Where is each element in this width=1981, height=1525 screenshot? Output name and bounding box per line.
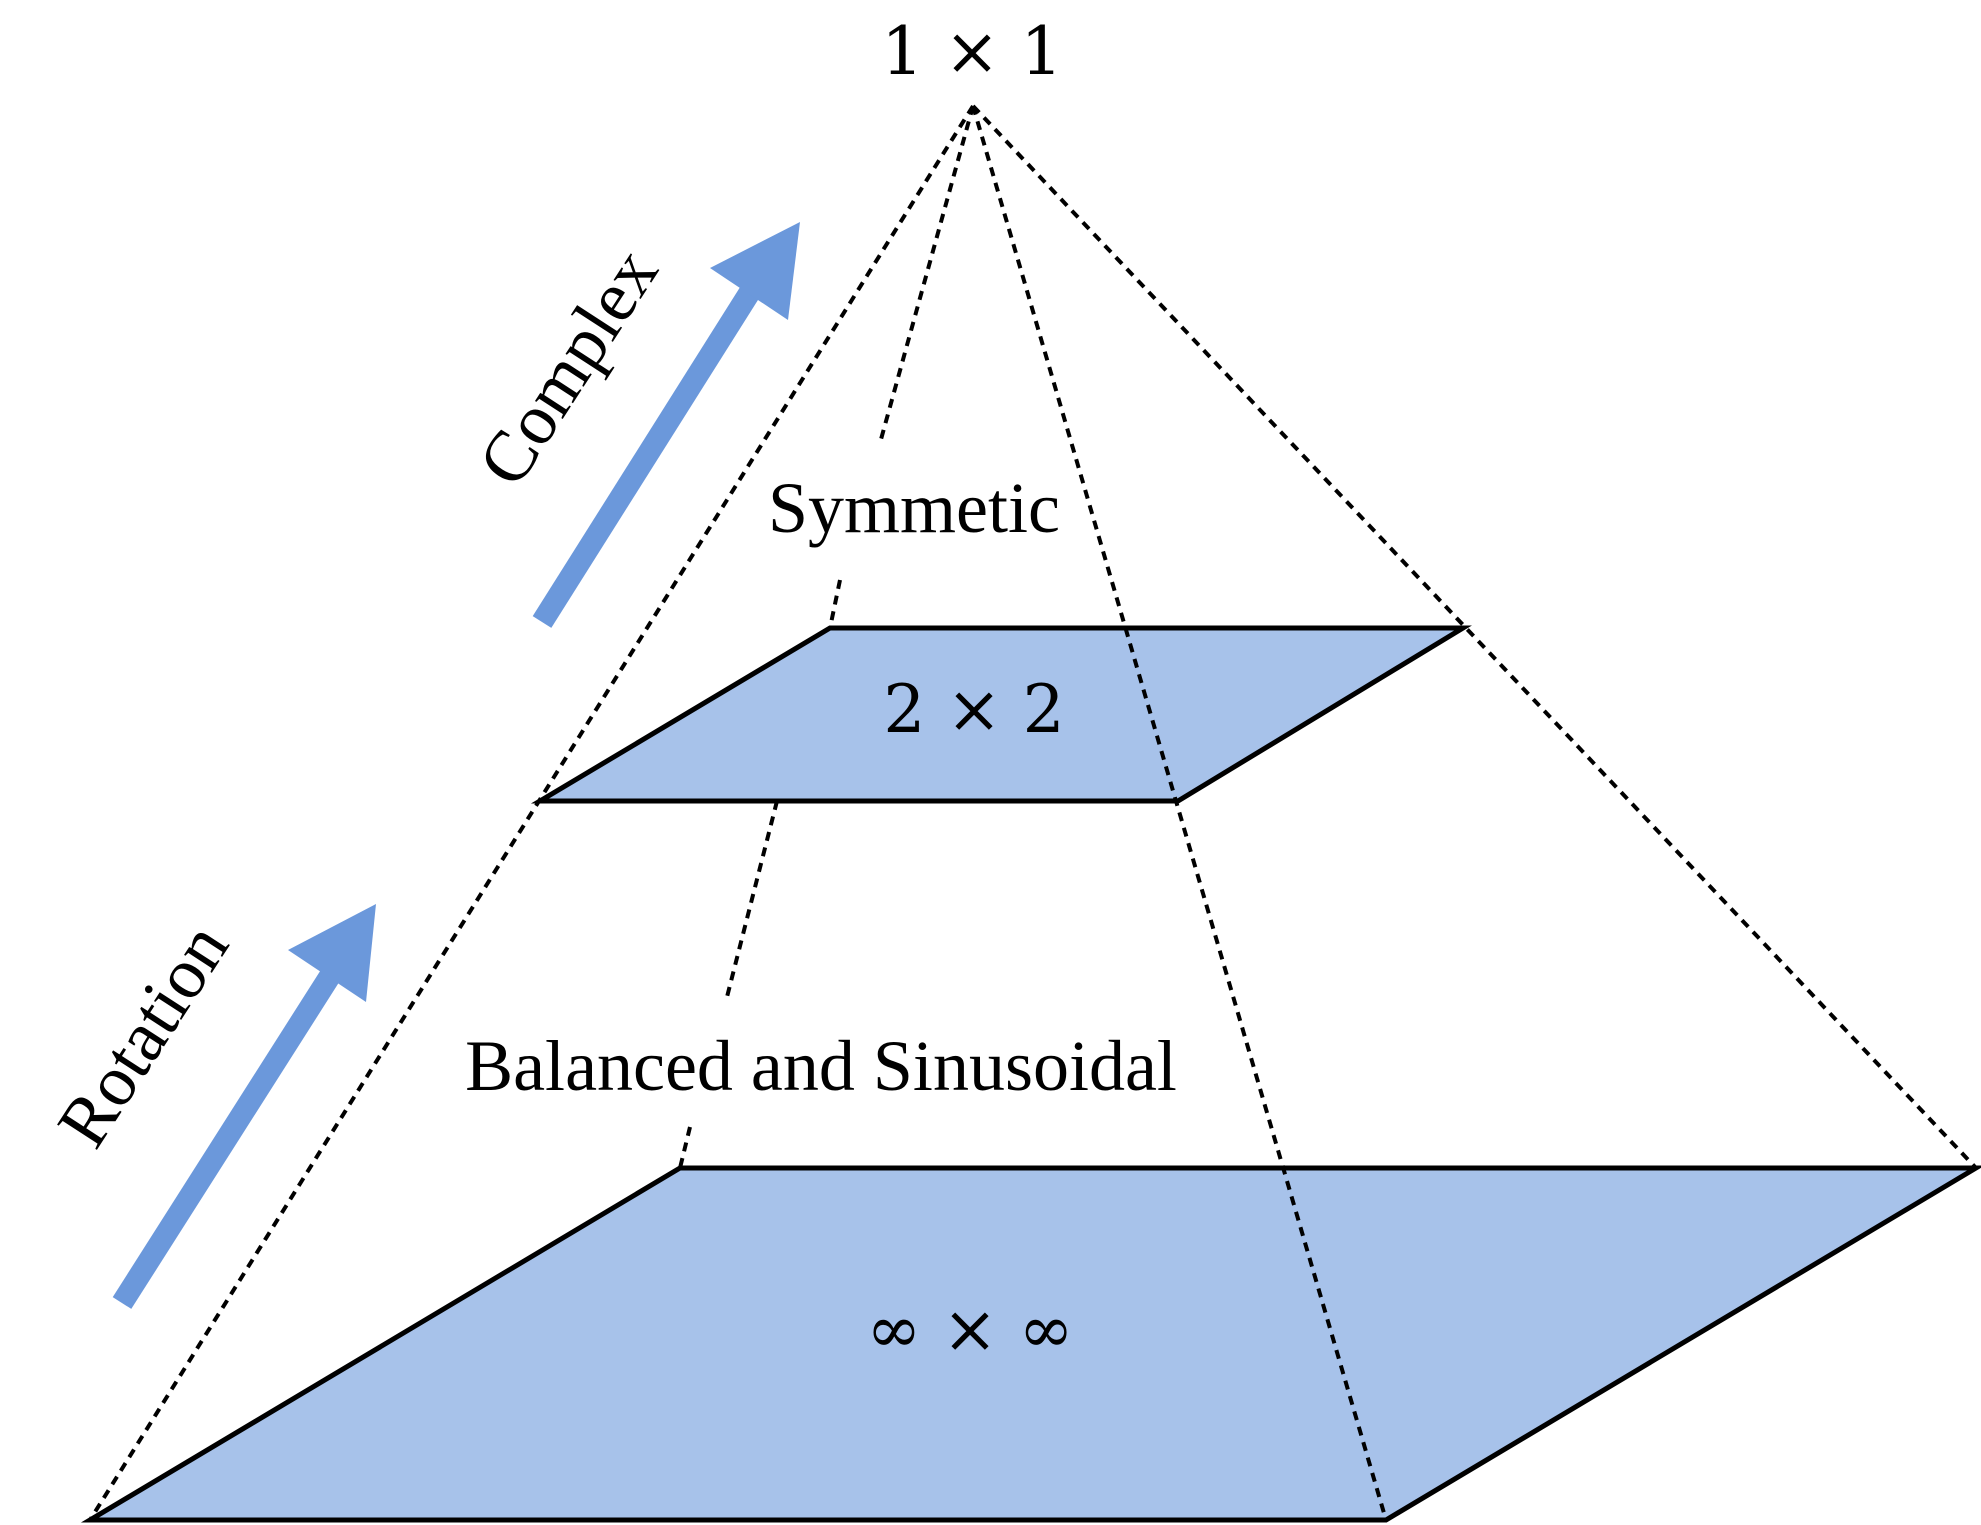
edge-left — [88, 104, 975, 1522]
edge-back-upper — [878, 105, 975, 444]
edge-right — [971, 104, 1978, 1170]
edge-back-mid — [828, 579, 842, 629]
pyramid-edges — [88, 104, 1978, 1522]
middle-plane-label: 2 × 2 — [883, 671, 1064, 748]
lower-arrow-label: Rotation — [42, 909, 244, 1161]
apex-label: 1 × 1 — [881, 13, 1062, 90]
edge-back-lower — [725, 800, 779, 998]
rotation-arrow — [112, 904, 376, 1309]
edge-front — [971, 105, 1388, 1521]
complex-arrow — [532, 222, 800, 628]
edge-back-bottom — [678, 1126, 692, 1169]
lower-band-label: Balanced and Sinusoidal — [465, 1026, 1177, 1106]
upper-band-label: Symmetic — [768, 468, 1060, 548]
base-plane-label: ∞ × ∞ — [866, 1291, 1073, 1368]
